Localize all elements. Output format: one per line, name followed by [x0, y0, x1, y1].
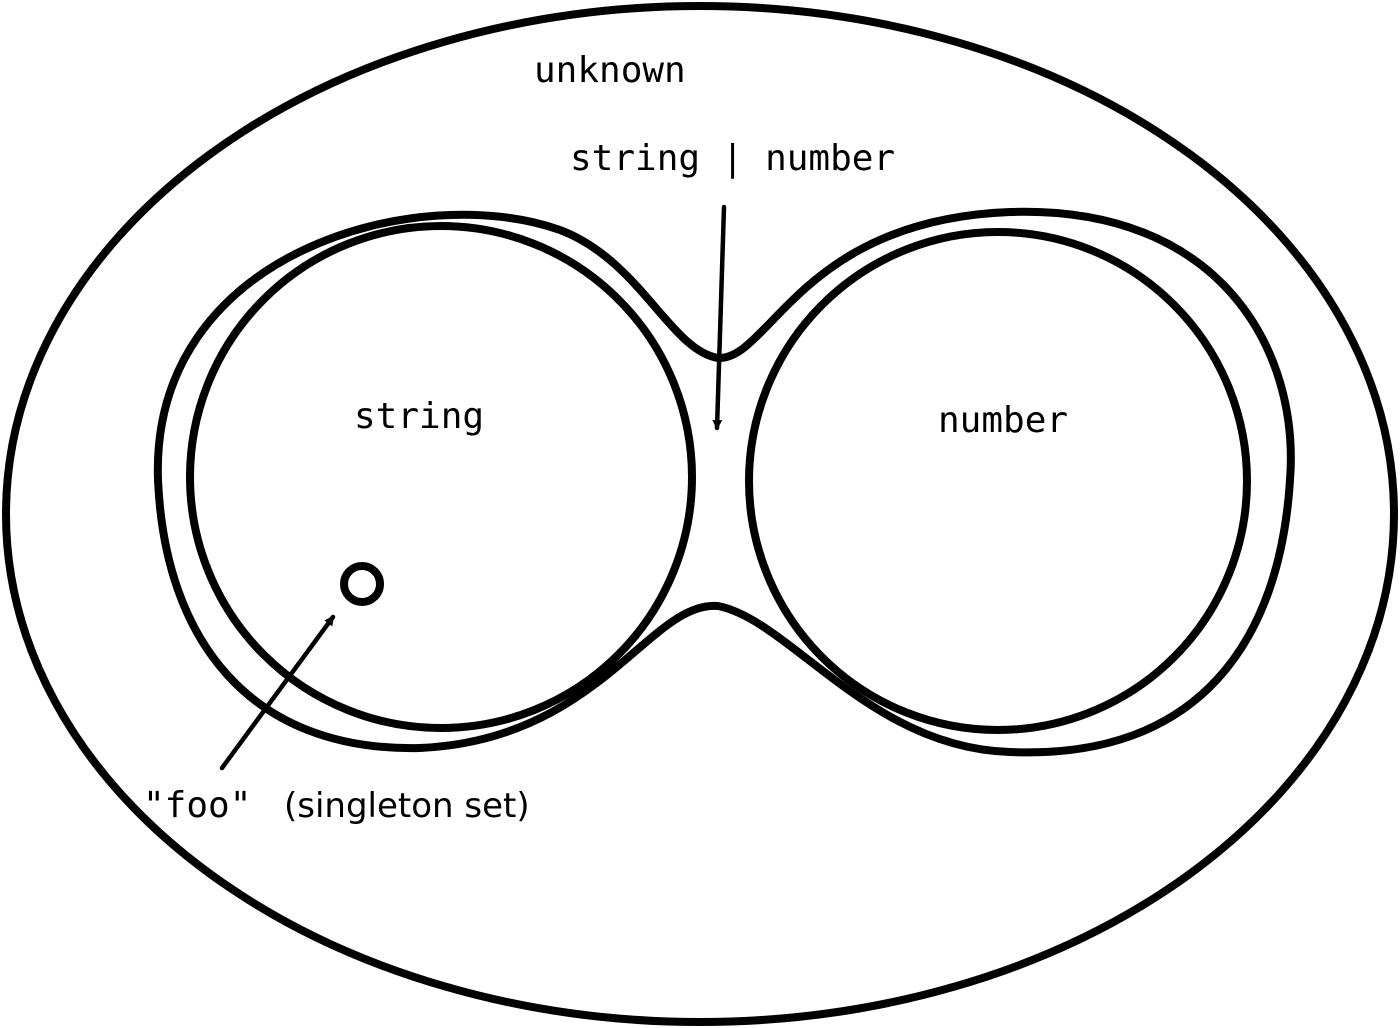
foo-pointer-arrow — [219, 614, 336, 771]
union-set-outline — [153, 207, 1295, 757]
union-label: string | number — [570, 138, 895, 179]
foo-label: "foo" — [143, 785, 251, 826]
unknown-label: unknown — [534, 50, 686, 91]
number-set-circle — [745, 228, 1251, 734]
foo-singleton-circle — [340, 562, 384, 606]
union-pointer-arrow — [712, 204, 727, 431]
foo-note-label: (singleton set) — [284, 786, 530, 826]
number-label: number — [938, 400, 1068, 441]
string-set-circle — [186, 222, 696, 732]
string-label: string — [354, 396, 484, 437]
